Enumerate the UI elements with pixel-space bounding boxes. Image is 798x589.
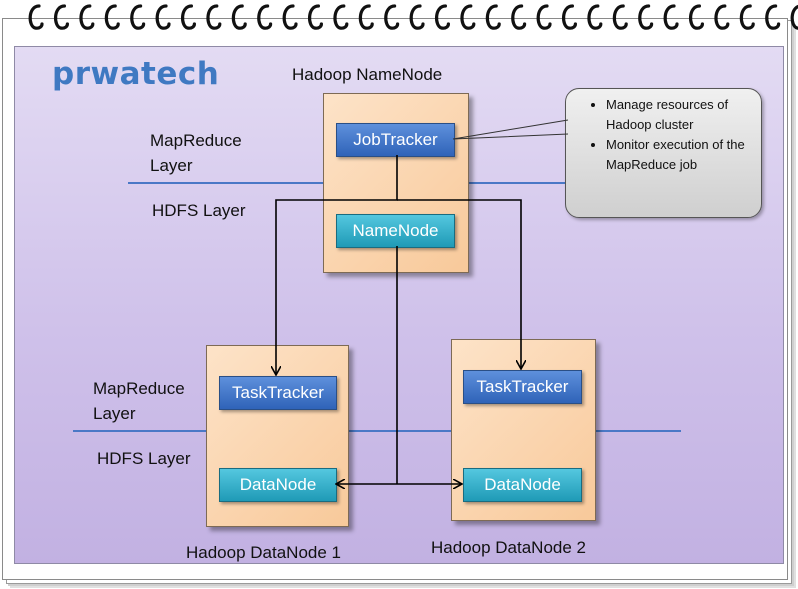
bottom-mapreduce-layer-label: MapReduce Layer — [93, 379, 185, 423]
binding-ring — [587, 4, 603, 30]
binding-ring — [485, 4, 501, 30]
binding-ring — [689, 4, 704, 30]
binding-ring — [231, 4, 247, 30]
top-hdfs-layer-label: HDFS Layer — [152, 201, 246, 220]
bottom-hdfs-layer-label: HDFS Layer — [97, 449, 191, 468]
binding-ring — [358, 4, 374, 30]
binding-ring — [384, 4, 400, 30]
jobtracker-block: JobTracker — [336, 123, 455, 157]
datanode1-tasktracker-block: TaskTracker — [219, 376, 337, 410]
namenode-title: Hadoop NameNode — [292, 65, 443, 84]
bottom-layer-divider — [73, 430, 681, 432]
binding-ring — [765, 4, 781, 30]
datanode2-datanode-block: DataNode — [463, 468, 582, 502]
binding-ring — [511, 4, 527, 30]
binding-ring — [28, 4, 44, 30]
binding-ring — [104, 4, 120, 30]
callout-list: Manage resources of Hadoop cluster Monit… — [566, 89, 761, 175]
spiral-binding — [28, 4, 798, 30]
datanode1-datanode-block: DataNode — [219, 468, 337, 502]
binding-ring — [333, 4, 349, 30]
top-mapreduce-layer-label: MapReduce Layer — [150, 131, 242, 175]
datanode1-title: Hadoop DataNode 1 — [186, 543, 342, 562]
binding-ring — [79, 4, 95, 30]
binding-ring — [206, 4, 222, 30]
jobtracker-to-tasktracker1-arrow — [276, 155, 398, 374]
binding-ring — [790, 5, 798, 30]
binding-ring — [562, 4, 577, 30]
binding-ring — [739, 4, 755, 30]
binding-ring — [181, 4, 196, 30]
binding-ring — [409, 4, 425, 30]
binding-ring — [155, 4, 171, 30]
logo: prwatech — [52, 56, 220, 92]
binding-ring — [257, 4, 273, 30]
datanode2-tasktracker-block: TaskTracker — [463, 370, 582, 404]
callout-pointer — [452, 119, 569, 140]
namenode-block: NameNode — [336, 214, 455, 248]
binding-ring — [54, 4, 69, 30]
callout-item-resources: Manage resources of Hadoop cluster — [606, 95, 753, 135]
binding-ring — [612, 4, 628, 30]
binding-ring — [663, 4, 679, 30]
binding-ring — [282, 4, 298, 30]
binding-ring — [130, 4, 146, 30]
binding-ring — [308, 4, 323, 30]
binding-ring — [714, 4, 730, 30]
binding-ring — [638, 4, 654, 30]
binding-ring — [435, 4, 450, 30]
callout-item-monitor: Monitor execution of the MapReduce job — [606, 135, 753, 175]
binding-ring — [460, 4, 476, 30]
jobtracker-to-tasktracker2-arrow — [397, 199, 521, 368]
jobtracker-callout: Manage resources of Hadoop cluster Monit… — [565, 88, 762, 218]
datanode2-title: Hadoop DataNode 2 — [431, 538, 587, 557]
binding-ring — [536, 4, 552, 30]
